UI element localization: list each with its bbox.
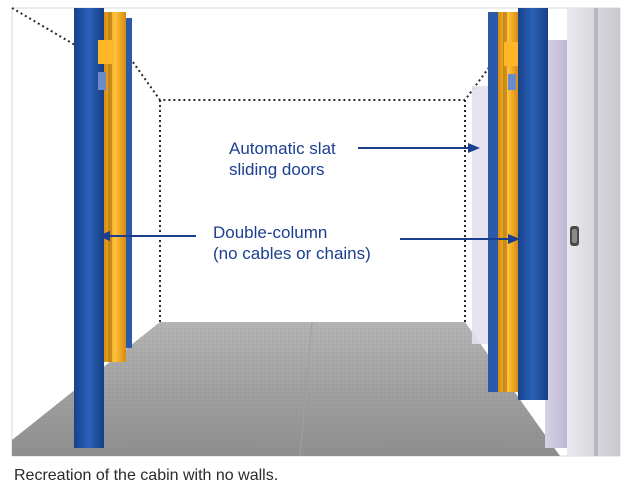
label-sliding-doors-line1: Automatic slat — [229, 139, 336, 158]
right-double-column — [488, 8, 548, 400]
label-double-column-line2: (no cables or chains) — [213, 244, 371, 263]
right-sliding-doors — [472, 8, 620, 456]
left-double-column — [74, 8, 132, 448]
floor-seam — [299, 321, 313, 457]
floor-texture — [12, 322, 560, 456]
figure-caption: Recreation of the cabin with no walls. — [14, 467, 279, 484]
label-sliding-doors-line2: sliding doors — [229, 160, 325, 179]
label-double-column: Double-column (no cables or chains) — [213, 222, 371, 264]
label-sliding-doors: Automatic slat sliding doors — [229, 138, 336, 180]
callout-arrows — [98, 143, 520, 244]
cabin-illustration — [11, 7, 621, 457]
wall-outline — [11, 7, 497, 322]
label-double-column-line1: Double-column — [213, 223, 328, 242]
